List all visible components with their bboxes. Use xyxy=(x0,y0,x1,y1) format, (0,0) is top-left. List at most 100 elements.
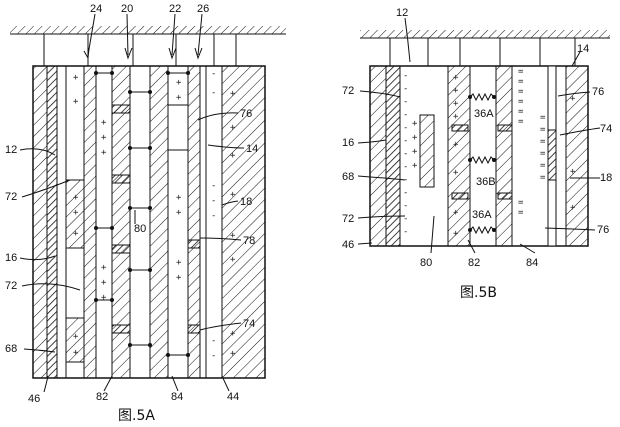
fig5a-label-16: 16 xyxy=(5,252,17,264)
fig5a-label-14: 14 xyxy=(246,143,258,155)
fig5b-suspension-wires xyxy=(389,38,576,66)
svg-text:=: = xyxy=(518,198,524,208)
fig5b-label-36a-upper: 36A xyxy=(474,108,494,120)
svg-text:+: + xyxy=(230,151,236,161)
fig5b-label-16: 16 xyxy=(342,137,354,149)
svg-text:-: - xyxy=(211,69,216,79)
svg-text:=: = xyxy=(540,173,546,183)
svg-text:+: + xyxy=(570,94,576,104)
svg-text:+: + xyxy=(453,229,459,239)
fig5b-ceiling xyxy=(360,30,610,39)
svg-text:-: - xyxy=(211,351,216,361)
svg-text:=: = xyxy=(518,87,524,97)
svg-text:-: - xyxy=(403,201,408,211)
svg-text:=: = xyxy=(518,117,524,127)
svg-text:=: = xyxy=(518,208,524,218)
svg-text:+: + xyxy=(73,348,79,358)
fig5a-chambers xyxy=(65,66,207,378)
svg-text:+: + xyxy=(101,278,107,288)
fig5a-suspension-wires xyxy=(43,34,237,66)
svg-text:-: - xyxy=(403,214,408,224)
fig5a-reference-labels: 24 20 22 26 12 72 16 72 68 46 82 84 44 7… xyxy=(5,3,258,405)
svg-text:+: + xyxy=(176,208,182,218)
svg-text:=: = xyxy=(540,137,546,147)
svg-text:+: + xyxy=(570,203,576,213)
fig5a-electrode-18 xyxy=(221,65,266,379)
fig5a-ceiling xyxy=(10,26,286,35)
svg-text:-: - xyxy=(403,71,408,81)
fig5b-label-76-lower: 76 xyxy=(597,224,609,236)
fig5a-label-26: 26 xyxy=(197,3,209,15)
svg-text:=: = xyxy=(540,149,546,159)
svg-text:+: + xyxy=(101,148,107,158)
svg-text:+: + xyxy=(101,118,107,128)
fig5b-label-80: 80 xyxy=(420,257,432,269)
figure-5b: ---- ---- ----- ++++ ++++ ++++ ==== ====… xyxy=(342,7,612,301)
svg-text:-: - xyxy=(211,211,216,221)
svg-text:+: + xyxy=(453,99,459,109)
fig5b-label-36b: 36B xyxy=(476,176,496,188)
fig5a-label-18: 18 xyxy=(240,196,252,208)
svg-text:+: + xyxy=(453,168,459,178)
fig5b-leader-lines xyxy=(357,17,601,254)
svg-text:=: = xyxy=(540,161,546,171)
fig5b-label-72-lower: 72 xyxy=(342,213,354,225)
svg-text:=: = xyxy=(518,97,524,107)
fig5b-membranes xyxy=(419,65,557,247)
fig5a-leader-lines xyxy=(19,13,245,393)
fig5a-label-68: 68 xyxy=(5,343,17,355)
svg-text:+: + xyxy=(412,119,418,129)
fig5a-membranes xyxy=(83,65,201,379)
fig5b-springs xyxy=(468,92,496,235)
svg-text:=: = xyxy=(518,107,524,117)
svg-text:+: + xyxy=(73,97,79,107)
fig5a-label-72-upper: 72 xyxy=(5,191,17,203)
svg-text:+: + xyxy=(453,73,459,83)
svg-text:+: + xyxy=(412,147,418,157)
svg-text:-: - xyxy=(403,136,408,146)
fig5b-label-76-upper: 76 xyxy=(592,86,604,98)
fig5b-label-82: 82 xyxy=(468,257,480,269)
fig5a-label-80: 80 xyxy=(134,223,146,235)
fig5b-electrode-18 xyxy=(565,65,589,247)
fig5a-label-20: 20 xyxy=(121,3,133,15)
fig5a-caption: 图.5A xyxy=(118,408,155,424)
fig5b-label-12: 12 xyxy=(396,7,408,19)
svg-text:+: + xyxy=(176,273,182,283)
fig5a-charge-signs: ++ +++ ++ +++ +++ ++++ ++ ---- --- +++ +… xyxy=(73,69,236,361)
svg-text:-: - xyxy=(211,196,216,206)
fig5b-label-46: 46 xyxy=(342,239,354,251)
fig5a-label-44: 44 xyxy=(227,391,239,403)
fig5a-label-84: 84 xyxy=(171,391,183,403)
svg-text:=: = xyxy=(518,77,524,87)
svg-text:-: - xyxy=(211,88,216,98)
svg-text:+: + xyxy=(73,193,79,203)
svg-text:+: + xyxy=(230,349,236,359)
svg-text:+: + xyxy=(176,93,182,103)
fig5a-label-74: 74 xyxy=(243,318,255,330)
fig5a-label-76: 76 xyxy=(240,108,252,120)
svg-text:-: - xyxy=(403,123,408,133)
svg-text:+: + xyxy=(176,193,182,203)
svg-text:-: - xyxy=(211,181,216,191)
svg-text:-: - xyxy=(403,227,408,237)
fig5b-caption: 图.5B xyxy=(460,285,497,301)
svg-text:=: = xyxy=(540,125,546,135)
svg-text:+: + xyxy=(453,140,459,150)
svg-text:+: + xyxy=(73,229,79,239)
svg-text:+: + xyxy=(73,208,79,218)
svg-text:+: + xyxy=(412,133,418,143)
svg-text:+: + xyxy=(73,73,79,83)
fig5a-label-24: 24 xyxy=(90,3,102,15)
svg-text:+: + xyxy=(412,161,418,171)
fig5a-label-46: 46 xyxy=(28,393,40,405)
fig5b-label-74: 74 xyxy=(600,123,612,135)
svg-text:+: + xyxy=(230,123,236,133)
svg-text:=: = xyxy=(518,67,524,77)
svg-text:+: + xyxy=(230,231,236,241)
svg-text:+: + xyxy=(176,78,182,88)
svg-text:-: - xyxy=(403,188,408,198)
svg-text:-: - xyxy=(403,162,408,172)
fig5b-reference-labels: 12 14 72 16 68 72 46 80 82 84 76 74 18 7… xyxy=(342,7,612,269)
svg-text:=: = xyxy=(540,113,546,123)
